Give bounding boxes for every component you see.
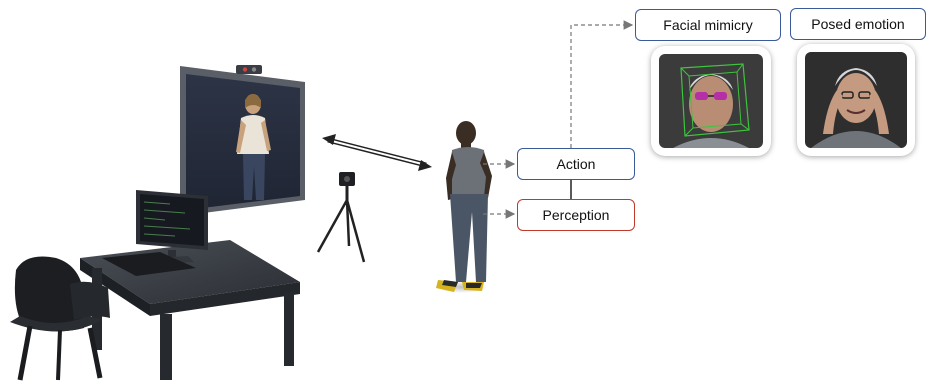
posed-emotion-photo — [797, 44, 915, 156]
chair — [10, 256, 110, 381]
perception-box: Perception — [517, 199, 635, 231]
action-box: Action — [517, 148, 635, 180]
facial-mimicry-photo — [651, 46, 771, 156]
interaction-arrow — [322, 134, 432, 171]
arrow-action-to-facial-mimicry — [570, 20, 634, 148]
facial-mimicry-box: Facial mimicry — [635, 9, 781, 41]
computer-monitor — [136, 190, 208, 264]
facial-mimicry-label: Facial mimicry — [663, 17, 753, 33]
posed-emotion-box: Posed emotion — [790, 8, 926, 40]
keyboard — [102, 252, 196, 276]
connector-arrows — [483, 20, 634, 219]
webcam-icon — [236, 65, 262, 74]
perception-label: Perception — [542, 207, 610, 223]
projection-screen — [180, 65, 305, 216]
action-label: Action — [556, 156, 596, 172]
tripod-camera — [316, 172, 366, 263]
virtual-agent-figure — [236, 94, 271, 200]
participant-figure — [436, 121, 492, 293]
posed-emotion-label: Posed emotion — [811, 16, 905, 32]
